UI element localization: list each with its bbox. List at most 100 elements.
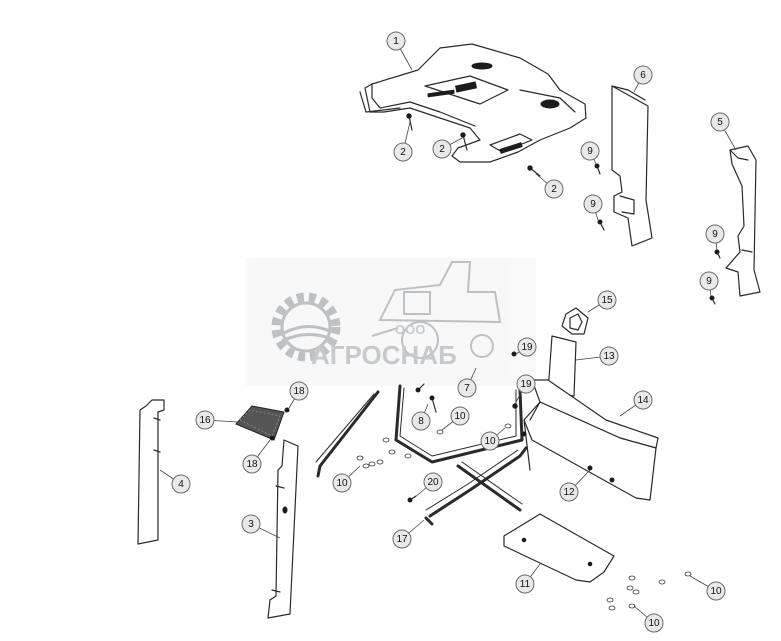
- callout-label: 10: [710, 586, 722, 597]
- callout-20: 20: [413, 472, 443, 499]
- callout-circle: [171, 474, 191, 494]
- callout-label: 17: [396, 534, 408, 545]
- callout-circle: [517, 337, 537, 357]
- callout-circle: [392, 529, 412, 549]
- gear-icon: [271, 292, 341, 362]
- callout-circle: [710, 112, 730, 132]
- part-1-floor-plate: [359, 43, 587, 163]
- callout-label: 19: [521, 342, 533, 353]
- callout-1: 1: [386, 31, 413, 71]
- callout-label: 10: [336, 478, 348, 489]
- callout-label: 2: [551, 184, 557, 195]
- callout-label: 9: [706, 276, 712, 287]
- callout-15: 15: [587, 290, 617, 313]
- callout-3: 3: [241, 514, 281, 539]
- callout-circle: [515, 574, 535, 594]
- callout-10: 10: [480, 427, 506, 451]
- callout-circle: [289, 381, 309, 401]
- part-15-grommet: [561, 307, 589, 335]
- callout-circle: [332, 473, 352, 493]
- callout-16: 16: [195, 410, 239, 430]
- callout-9: 9: [583, 194, 603, 221]
- callout-4: 4: [159, 469, 191, 494]
- callout-10: 10: [689, 575, 726, 601]
- callout-circle: [480, 431, 500, 451]
- callout-circle: [411, 411, 431, 431]
- callout-circle: [544, 179, 564, 199]
- part-10-washer: [356, 423, 692, 611]
- callout-7: 7: [457, 367, 477, 398]
- callout-label: 19: [520, 379, 532, 390]
- callout-label: 1: [393, 36, 399, 47]
- callout-label: 11: [520, 579, 531, 590]
- callout-label: 8: [418, 416, 424, 427]
- callout-9: 9: [580, 141, 600, 165]
- callout-9: 9: [705, 224, 725, 251]
- part-13-bracket: [547, 335, 577, 397]
- callout-18: 18: [242, 439, 271, 474]
- callout-10: 10: [332, 465, 361, 493]
- callout-circle: [393, 142, 413, 162]
- callout-19: 19: [515, 374, 536, 403]
- part-5-side-panel: [725, 145, 761, 297]
- callout-circle: [450, 406, 470, 426]
- part-14-12-cover: [523, 379, 659, 501]
- callout-circle: [195, 410, 215, 430]
- callout-circle: [580, 141, 600, 161]
- part-11-plate: [503, 513, 615, 583]
- callout-label: 15: [601, 295, 613, 306]
- callout-10: 10: [441, 406, 470, 431]
- callout-label: 18: [246, 459, 258, 470]
- callout-label: 4: [178, 479, 184, 490]
- callout-circle: [599, 346, 619, 366]
- callout-circle: [597, 290, 617, 310]
- callout-circle: [242, 454, 262, 474]
- callout-9: 9: [699, 271, 719, 297]
- callout-circle: [241, 514, 261, 534]
- callout-label: 14: [637, 395, 649, 406]
- callout-label: 9: [590, 199, 596, 210]
- callout-circle: [644, 613, 664, 633]
- callout-label: 3: [248, 519, 254, 530]
- callout-circle: [706, 581, 726, 601]
- callout-6: 6: [633, 65, 653, 93]
- callout-label: 7: [464, 383, 470, 394]
- callout-13: 13: [575, 346, 619, 366]
- callout-label: 10: [454, 411, 466, 422]
- callout-11: 11: [515, 563, 541, 594]
- callout-label: 2: [400, 147, 406, 158]
- callout-label: 20: [427, 477, 439, 488]
- callout-label: 12: [563, 487, 575, 498]
- callout-circle: [705, 224, 725, 244]
- callout-label: 18: [293, 386, 305, 397]
- callout-2: 2: [393, 121, 413, 162]
- callout-circle: [432, 139, 452, 159]
- callout-circle: [457, 378, 477, 398]
- callout-14: 14: [619, 390, 653, 417]
- callout-label: 9: [712, 229, 718, 240]
- callout-circle: [386, 31, 406, 51]
- part-3-side-bar: [267, 439, 299, 619]
- callout-circle: [516, 374, 536, 394]
- part-18-screw: [269, 407, 290, 441]
- callout-circle: [583, 194, 603, 214]
- part-6-side-panel: [611, 85, 653, 247]
- callout-10: 10: [633, 605, 664, 633]
- callout-label: 5: [717, 117, 723, 128]
- callout-19: 19: [515, 337, 537, 357]
- part-16-mat: [235, 405, 285, 441]
- callout-label: 9: [587, 146, 593, 157]
- callout-5: 5: [710, 112, 737, 151]
- callout-label: 13: [603, 351, 615, 362]
- callout-label: 16: [199, 415, 211, 426]
- watermark-name: АГРОСНАБ: [311, 340, 457, 370]
- part-4-side-bar: [137, 399, 165, 545]
- callout-circle: [559, 482, 579, 502]
- callout-8: 8: [411, 403, 431, 431]
- callout-18: 18: [288, 381, 309, 409]
- harvester-icon: [371, 261, 502, 359]
- callout-17: 17: [392, 519, 425, 549]
- watermark-prefix: ООО: [395, 322, 425, 337]
